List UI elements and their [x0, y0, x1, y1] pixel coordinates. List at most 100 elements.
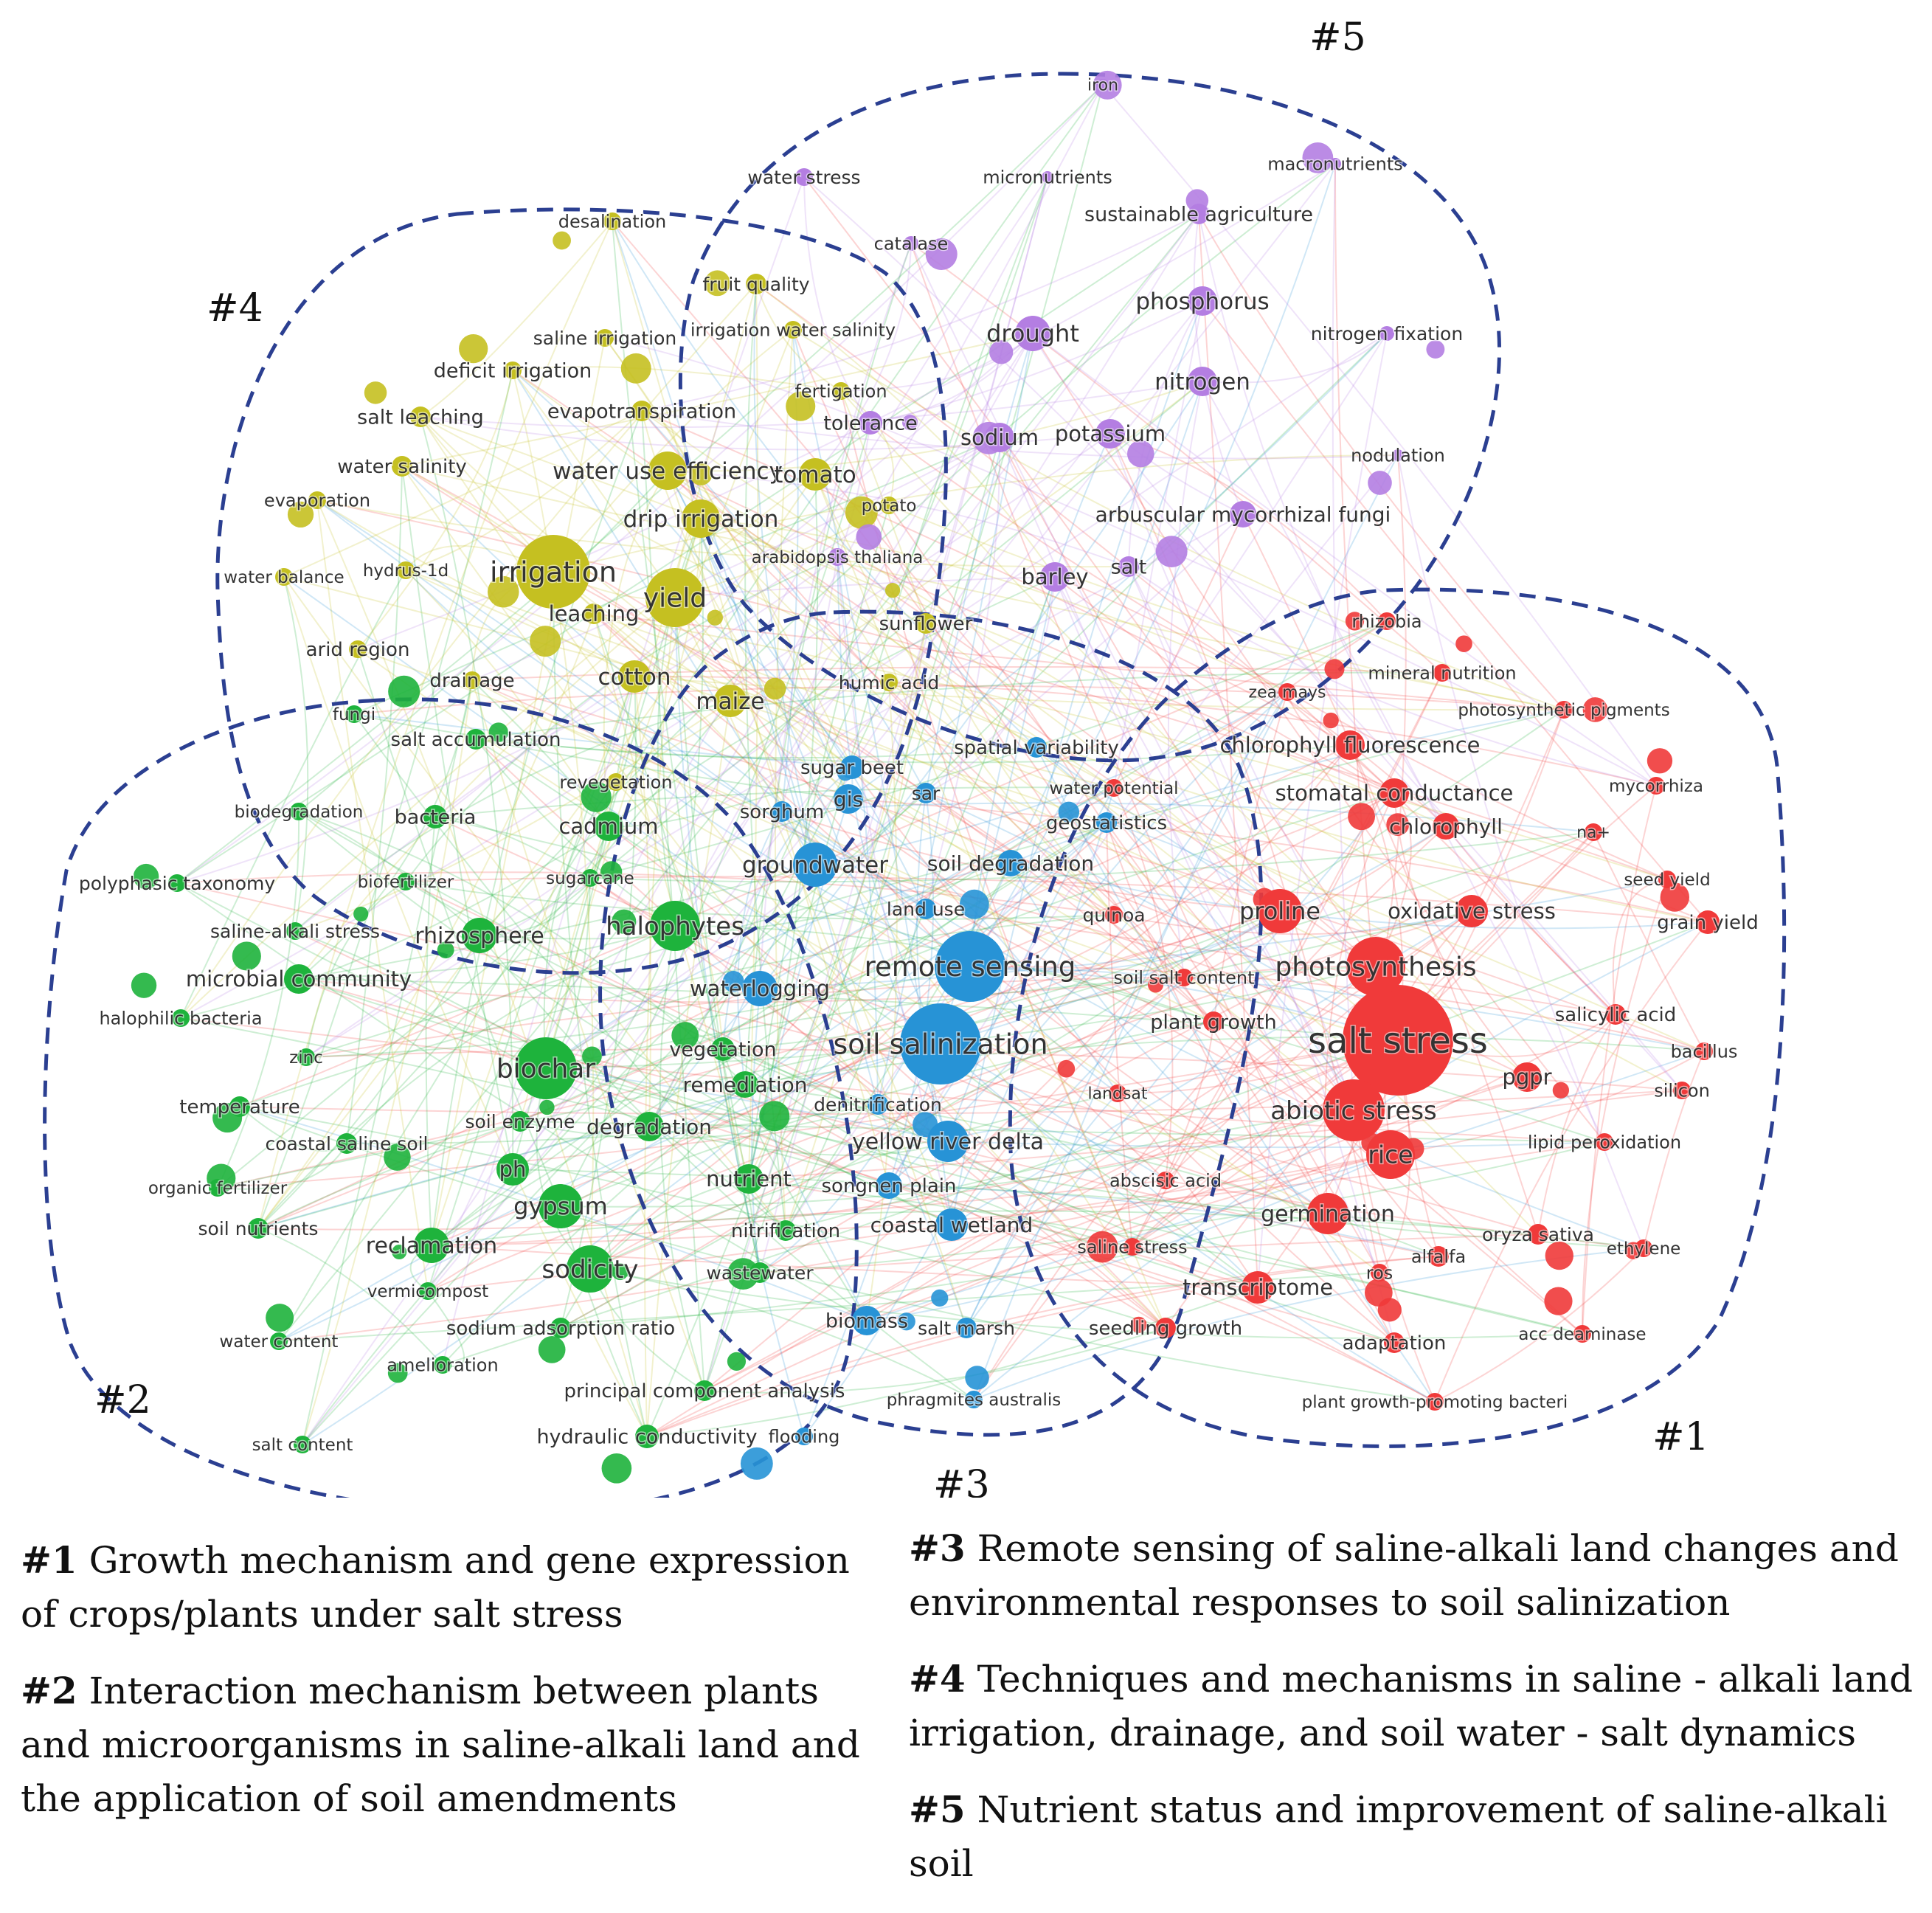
- keyword-node[interactable]: [1555, 701, 1573, 719]
- keyword-node[interactable]: [1278, 683, 1296, 701]
- keyword-node[interactable]: [997, 850, 1024, 876]
- keyword-node[interactable]: [1455, 895, 1488, 927]
- keyword-node[interactable]: [1258, 889, 1302, 933]
- keyword-node[interactable]: [1109, 1085, 1126, 1102]
- keyword-node[interactable]: [434, 1356, 451, 1374]
- keyword-node[interactable]: [1188, 367, 1217, 396]
- keyword-node[interactable]: [935, 931, 1005, 1002]
- keyword-node[interactable]: [550, 1318, 571, 1338]
- keyword-node[interactable]: [1095, 419, 1125, 449]
- keyword-node[interactable]: [539, 1184, 583, 1228]
- keyword-node[interactable]: [828, 548, 846, 566]
- keyword-node[interactable]: [270, 1332, 288, 1350]
- keyword-node[interactable]: [634, 1112, 664, 1141]
- keyword-node[interactable]: [1392, 449, 1404, 461]
- keyword-node[interactable]: [746, 274, 766, 294]
- keyword-node[interactable]: [392, 456, 412, 477]
- keyword-node[interactable]: [423, 805, 447, 828]
- keyword-node[interactable]: [1343, 985, 1453, 1096]
- keyword-node[interactable]: [290, 803, 308, 820]
- keyword-node[interactable]: [414, 1228, 449, 1263]
- keyword-node[interactable]: [645, 568, 704, 627]
- keyword-node[interactable]: [349, 640, 367, 658]
- keyword-node[interactable]: [1647, 777, 1665, 795]
- keyword-node[interactable]: [1384, 1332, 1405, 1353]
- keyword-node[interactable]: [1323, 1079, 1385, 1141]
- keyword-node[interactable]: [1230, 501, 1256, 527]
- keyword-node[interactable]: [650, 901, 700, 951]
- keyword-node[interactable]: [516, 535, 590, 609]
- keyword-node[interactable]: [463, 671, 481, 689]
- keyword-node[interactable]: [1203, 1011, 1224, 1032]
- keyword-node[interactable]: [1026, 737, 1047, 758]
- keyword-node[interactable]: [880, 497, 898, 514]
- keyword-node[interactable]: [584, 603, 604, 624]
- keyword-node[interactable]: [1378, 612, 1396, 630]
- keyword-node[interactable]: [1433, 664, 1451, 682]
- keyword-node[interactable]: [868, 1094, 888, 1115]
- keyword-node[interactable]: [915, 613, 936, 634]
- keyword-node[interactable]: [1673, 1082, 1691, 1099]
- keyword-node[interactable]: [294, 1436, 311, 1453]
- keyword-node[interactable]: [904, 236, 918, 251]
- keyword-node[interactable]: [618, 660, 651, 693]
- keyword-node[interactable]: [742, 971, 778, 1006]
- keyword-node[interactable]: [397, 561, 415, 579]
- keyword-node[interactable]: [172, 1009, 190, 1027]
- keyword-node[interactable]: [1379, 778, 1409, 808]
- keyword-node[interactable]: [784, 321, 802, 339]
- keyword-node[interactable]: [795, 168, 813, 186]
- keyword-node[interactable]: [956, 1318, 977, 1338]
- keyword-node[interactable]: [775, 1220, 796, 1241]
- keyword-node[interactable]: [1123, 1238, 1141, 1256]
- keyword-node[interactable]: [581, 869, 599, 887]
- keyword-node[interactable]: [1371, 1264, 1388, 1281]
- keyword-node[interactable]: [859, 411, 882, 435]
- keyword-node[interactable]: [749, 1262, 770, 1283]
- keyword-node[interactable]: [510, 1111, 530, 1132]
- keyword-node[interactable]: [772, 801, 792, 822]
- keyword-node[interactable]: [1512, 1062, 1542, 1092]
- keyword-node[interactable]: [1585, 823, 1602, 841]
- keyword-node[interactable]: [732, 1071, 758, 1098]
- keyword-node[interactable]: [631, 401, 652, 421]
- keyword-node[interactable]: [1329, 158, 1341, 170]
- keyword-node[interactable]: [927, 1121, 969, 1162]
- keyword-node[interactable]: [900, 1003, 981, 1085]
- keyword-node[interactable]: [297, 1048, 315, 1066]
- keyword-node[interactable]: [734, 1164, 764, 1194]
- keyword-node[interactable]: [1346, 937, 1405, 996]
- keyword-node[interactable]: [1596, 1133, 1613, 1151]
- keyword-node[interactable]: [419, 1282, 437, 1300]
- keyword-node[interactable]: [1635, 1239, 1652, 1257]
- keyword-node[interactable]: [275, 568, 293, 586]
- keyword-node[interactable]: [1307, 1193, 1348, 1234]
- keyword-node[interactable]: [1433, 813, 1459, 840]
- keyword-node[interactable]: [985, 423, 1014, 452]
- keyword-node[interactable]: [607, 773, 625, 791]
- keyword-node[interactable]: [1096, 812, 1117, 833]
- keyword-node[interactable]: [397, 873, 415, 890]
- keyword-node[interactable]: [1605, 1004, 1626, 1025]
- keyword-node[interactable]: [711, 1037, 735, 1061]
- keyword-node[interactable]: [1097, 79, 1109, 91]
- keyword-node[interactable]: [1042, 171, 1053, 183]
- keyword-node[interactable]: [1155, 1318, 1176, 1338]
- keyword-node[interactable]: [209, 1179, 226, 1197]
- keyword-node[interactable]: [1426, 1393, 1444, 1411]
- keyword-node[interactable]: [799, 458, 831, 491]
- keyword-node[interactable]: [345, 705, 363, 723]
- keyword-node[interactable]: [1379, 326, 1394, 341]
- keyword-node[interactable]: [596, 329, 614, 347]
- keyword-node[interactable]: [504, 362, 522, 379]
- keyword-node[interactable]: [1175, 969, 1193, 986]
- keyword-node[interactable]: [1428, 1246, 1449, 1267]
- keyword-node[interactable]: [1188, 286, 1217, 316]
- keyword-node[interactable]: [1105, 779, 1123, 797]
- keyword-node[interactable]: [840, 755, 864, 779]
- keyword-node[interactable]: [880, 674, 898, 691]
- keyword-node[interactable]: [1658, 871, 1676, 888]
- keyword-node[interactable]: [935, 1208, 968, 1241]
- keyword-node[interactable]: [694, 1380, 715, 1401]
- keyword-node[interactable]: [915, 899, 936, 919]
